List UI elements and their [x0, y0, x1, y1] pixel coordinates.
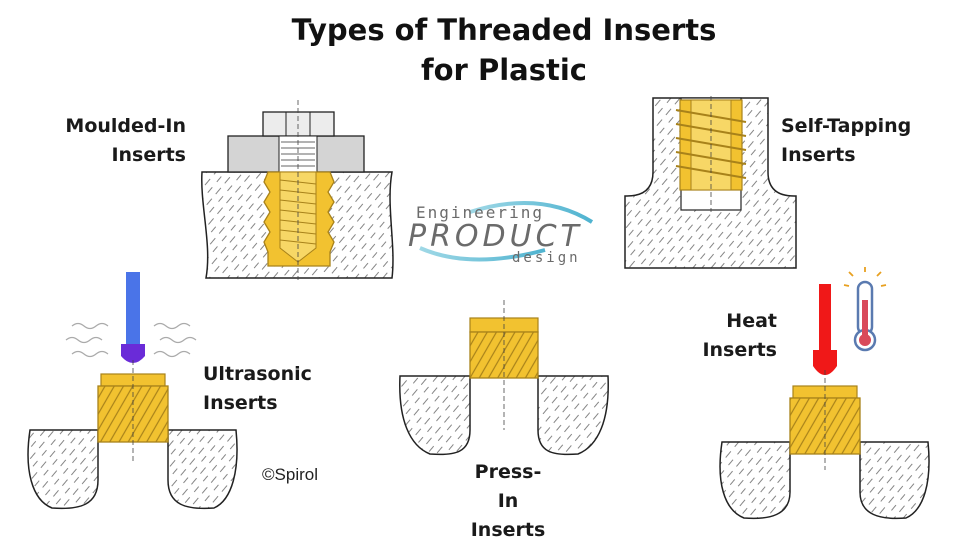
engineering-product-design-logo: Engineering PRODUCT design: [408, 201, 594, 266]
ultrasonic-insert-illustration: [27, 272, 238, 510]
thermometer-icon: [843, 267, 887, 352]
logo-bottom-text: design: [512, 250, 581, 266]
self-tapping-insert-illustration: [624, 96, 797, 269]
press-in-label: Press-In Inserts: [470, 461, 546, 541]
vibration-waves-icon: [65, 322, 197, 358]
title-line-2: for Plastic: [421, 53, 587, 87]
logo-top-text: Engineering: [416, 203, 544, 222]
page-title: Types of Threaded Inserts for Plastic: [0, 10, 960, 90]
ultrasonic-label: Ultrasonic Inserts: [203, 363, 312, 414]
press-in-insert-illustration: [399, 300, 609, 456]
copyright-text: ©Spirol: [262, 465, 318, 484]
title-line-1: Types of Threaded Inserts: [291, 13, 717, 47]
heat-insert-illustration: [719, 267, 930, 520]
logo-main-text: PRODUCT: [408, 219, 583, 254]
heat-label: Heat Inserts: [702, 310, 777, 361]
self-tapping-label: Self-Tapping Inserts: [781, 115, 912, 166]
moulded-in-label: Moulded-In Inserts: [65, 115, 186, 166]
moulded-in-insert-illustration: [201, 100, 394, 280]
